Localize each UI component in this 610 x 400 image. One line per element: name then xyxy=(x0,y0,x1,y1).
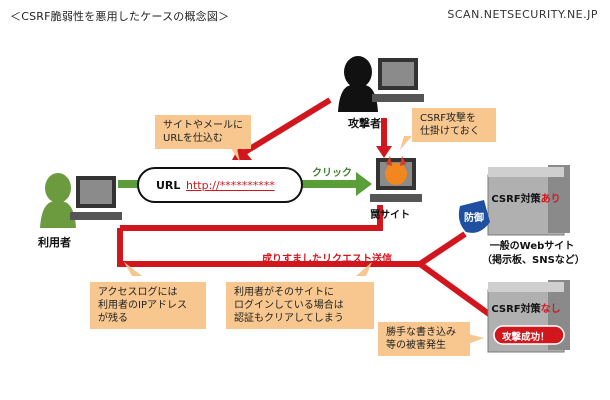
attacker-head xyxy=(344,56,372,88)
trap-devil-horn-right xyxy=(400,156,406,166)
site-type-line1: 一般のWebサイト xyxy=(489,241,575,252)
attacker-label: 攻撃者 xyxy=(348,117,381,130)
server-protected-label-suffix: あり xyxy=(540,194,561,205)
callout-embed-line2: URLを仕込む xyxy=(163,133,223,144)
branch-protected-line xyxy=(418,231,467,267)
callout-embed-url: サイトやメールに URLを仕込む xyxy=(155,115,251,149)
server-vulnerable-top xyxy=(488,282,564,292)
url-prefix: URL xyxy=(156,179,181,192)
callout-damage-tail xyxy=(468,334,484,344)
callout-login-line3: 認証もクリアしてしまう xyxy=(234,313,344,324)
site-type-line2: （掲示板、SNSなど） xyxy=(482,255,585,266)
callout-damage-line2: 等の被害発生 xyxy=(386,340,446,351)
attacker-down-arrowhead xyxy=(376,146,392,158)
callout-damage-line1: 勝手な書き込み xyxy=(386,327,456,338)
branch-vulnerable-line xyxy=(418,261,502,325)
attacker-monitor-screen xyxy=(382,62,414,86)
server-protected-label-prefix: CSRF対策 xyxy=(491,194,541,205)
green-user-bar xyxy=(118,180,144,188)
shield-badge-text: 防御 xyxy=(464,213,484,224)
diagram-title: ＜CSRF脆弱性を悪用したケースの概念図＞ xyxy=(10,10,230,23)
shield-icon xyxy=(458,200,490,233)
attacker-body xyxy=(338,85,378,112)
user-body xyxy=(40,201,76,228)
server-protected-label: CSRF対策あり xyxy=(486,190,566,205)
attacker-keyboard xyxy=(372,94,424,102)
trap-devil-horn-left xyxy=(386,156,392,166)
green-click-arrowhead xyxy=(356,172,372,196)
callout-attack-setup: CSRF攻撃を 仕掛けておく xyxy=(412,108,496,142)
site-type-label: 一般のWebサイト （掲示板、SNSなど） xyxy=(482,240,585,268)
server-vulnerable-label-prefix: CSRF対策 xyxy=(491,304,541,315)
attack-success-text: 攻撃成功！ xyxy=(502,332,550,343)
server-protected-top xyxy=(488,167,564,177)
trap-site-label: 罠サイト xyxy=(370,210,410,221)
url-pill xyxy=(137,167,303,203)
server-protected-side xyxy=(548,165,570,233)
click-label: クリック xyxy=(312,168,352,179)
callout-log-tail xyxy=(124,262,142,276)
trap-devil-face xyxy=(385,163,407,185)
callout-embed-line1: サイトやメールに xyxy=(163,120,243,131)
url-value-link: http://********** xyxy=(186,179,275,192)
user-monitor-screen xyxy=(80,180,112,204)
callout-log-line3: が残る xyxy=(98,313,128,324)
spoof-request-label: 成りすましたリクエスト送信 xyxy=(262,254,392,265)
callout-login-line2: ログインしている場合は xyxy=(234,300,344,311)
attacker-arrow-line xyxy=(243,97,332,155)
callout-attack-line1: CSRF攻撃を xyxy=(420,113,477,124)
callout-access-log: アクセスログには 利用者のIPアドレス が残る xyxy=(90,282,206,329)
attack-success-badge xyxy=(493,325,565,345)
callout-login-tail xyxy=(356,262,372,276)
callout-damage: 勝手な書き込み 等の被害発生 xyxy=(378,322,470,356)
server-vulnerable-label: CSRF対策なし xyxy=(486,300,566,315)
user-label: 利用者 xyxy=(38,236,71,249)
callout-login-auth: 利用者がそのサイトに ログインしている場合は 認証もクリアしてしまう xyxy=(226,282,374,329)
trap-keyboard xyxy=(370,194,422,202)
request-path-line xyxy=(117,228,420,267)
server-vulnerable-label-suffix: なし xyxy=(540,304,561,315)
callout-log-line1: アクセスログには xyxy=(98,287,178,298)
callout-attack-line2: 仕掛けておく xyxy=(420,126,480,137)
trap-to-user-line xyxy=(120,205,383,231)
callout-attack-tail xyxy=(400,136,412,150)
user-keyboard xyxy=(70,212,122,220)
site-watermark: SCAN.NETSECURITY.NE.JP xyxy=(447,8,598,21)
callout-login-line1: 利用者がそのサイトに xyxy=(234,287,334,298)
green-click-bar xyxy=(300,180,358,188)
user-head xyxy=(45,173,71,203)
callout-log-line2: 利用者のIPアドレス xyxy=(98,300,187,311)
